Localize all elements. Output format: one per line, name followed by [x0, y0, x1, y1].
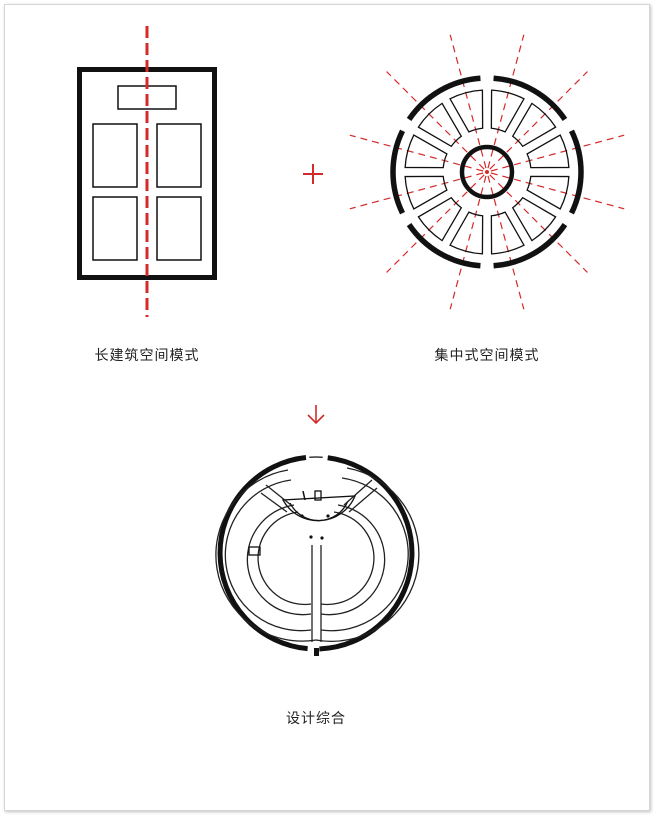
combined-dot-1 — [300, 514, 304, 518]
linear-room-top-right — [156, 123, 202, 188]
combined-dot-4 — [320, 536, 324, 540]
central-room-segments — [404, 89, 570, 255]
combined-entrance-mark — [314, 648, 319, 656]
combined-inner-ring — [246, 504, 386, 616]
down-arrow-icon — [307, 405, 325, 425]
central-room-segment — [511, 102, 557, 148]
combined-middle-ring-outer — [215, 467, 420, 643]
linear-room-bottom-right — [156, 196, 202, 261]
central-wall-segment — [390, 129, 405, 215]
combined-small-box-top — [314, 490, 322, 501]
combined-inner-ring-2 — [257, 511, 375, 606]
central-outer-wall — [390, 75, 584, 269]
central-wall-segment — [493, 222, 568, 269]
central-room-segment — [449, 89, 484, 133]
combined-wall-segment — [319, 455, 415, 652]
diagram-frame — [4, 4, 650, 811]
central-core-ring — [459, 144, 515, 200]
central-room-segment — [490, 211, 525, 255]
central-room-segment — [417, 102, 463, 148]
combined-connector-right — [343, 479, 373, 506]
central-room-segment — [526, 175, 570, 210]
central-wall-segment — [493, 75, 568, 122]
combined-dot-2 — [326, 514, 330, 518]
combined-inner-rings — [215, 467, 420, 643]
linear-room-top-left — [92, 123, 138, 188]
combined-central-bowl-inner — [289, 500, 349, 522]
central-room-segment — [511, 196, 557, 242]
central-room-segment — [526, 134, 570, 169]
combined-connector-right-2 — [348, 487, 378, 513]
combined-design-caption: 设计综合 — [286, 711, 346, 727]
combined-wall-segment — [217, 455, 308, 652]
linear-room-bottom-left — [92, 196, 138, 261]
combined-design-diagram — [215, 455, 420, 656]
combined-small-box-left — [248, 546, 261, 556]
combined-connector-left-2 — [260, 492, 288, 513]
central-room-segment — [404, 134, 448, 169]
central-room-segment — [404, 175, 448, 210]
combined-outer-wall — [217, 455, 415, 652]
central-room-segment — [490, 89, 525, 133]
central-wall-segment — [406, 222, 481, 269]
central-wall-segment — [569, 129, 584, 215]
centralized-space-diagram — [349, 34, 625, 310]
linear-space-caption: 长建筑空间模式 — [94, 348, 200, 364]
combined-short-wall — [302, 490, 306, 501]
combined-connector-left — [265, 484, 292, 506]
central-space-caption: 集中式空间模式 — [434, 348, 540, 364]
central-core-mark — [485, 170, 489, 174]
central-room-segment — [449, 211, 484, 255]
central-room-segment — [417, 196, 463, 242]
plus-sign-icon — [303, 164, 323, 184]
combined-dot-3 — [309, 535, 313, 539]
linear-space-diagram — [77, 26, 217, 317]
central-wall-segment — [406, 75, 481, 122]
